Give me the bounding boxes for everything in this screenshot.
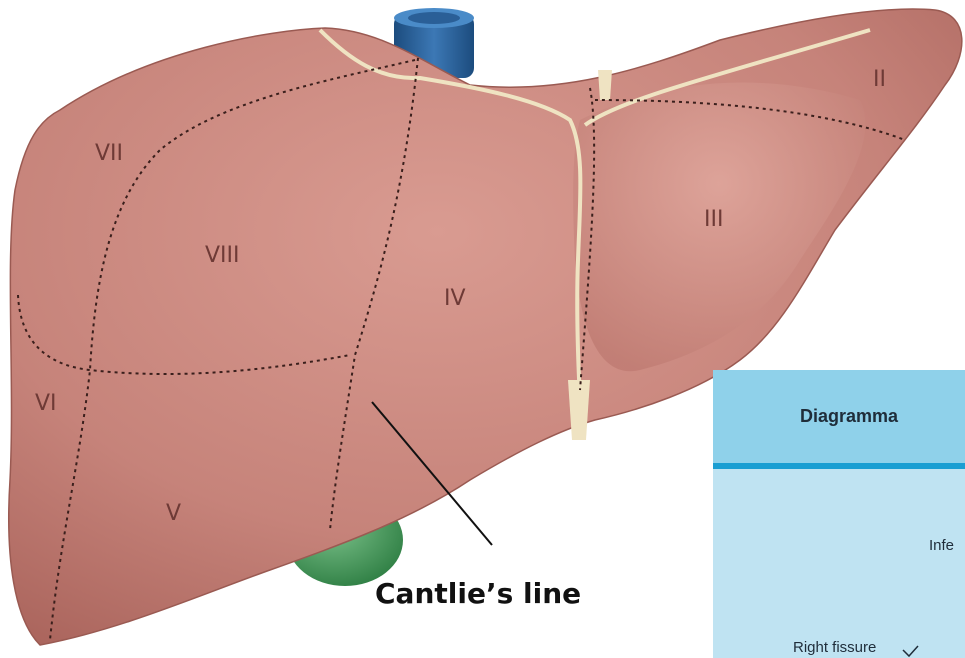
segment-label-ii: II <box>873 67 886 92</box>
segment-label-v: V <box>166 501 181 526</box>
inset-right-fissure-label: Right fissure <box>793 639 876 656</box>
cantlies-line-label: Cantlie’s line <box>375 577 581 610</box>
segment-label-viii: VIII <box>205 243 240 268</box>
ligament-tip <box>598 70 612 100</box>
inset-title: Diagramma <box>800 406 899 426</box>
segment-label-vii: VII <box>95 141 123 166</box>
segment-label-vi: VI <box>35 391 57 416</box>
ligament-tail <box>568 380 590 440</box>
inset-partial-label: Infe <box>929 537 954 554</box>
inset-panel: Diagramma Infe Right fissure <box>713 370 965 658</box>
segment-label-iii: III <box>704 207 723 232</box>
segment-label-iv: IV <box>444 286 466 311</box>
